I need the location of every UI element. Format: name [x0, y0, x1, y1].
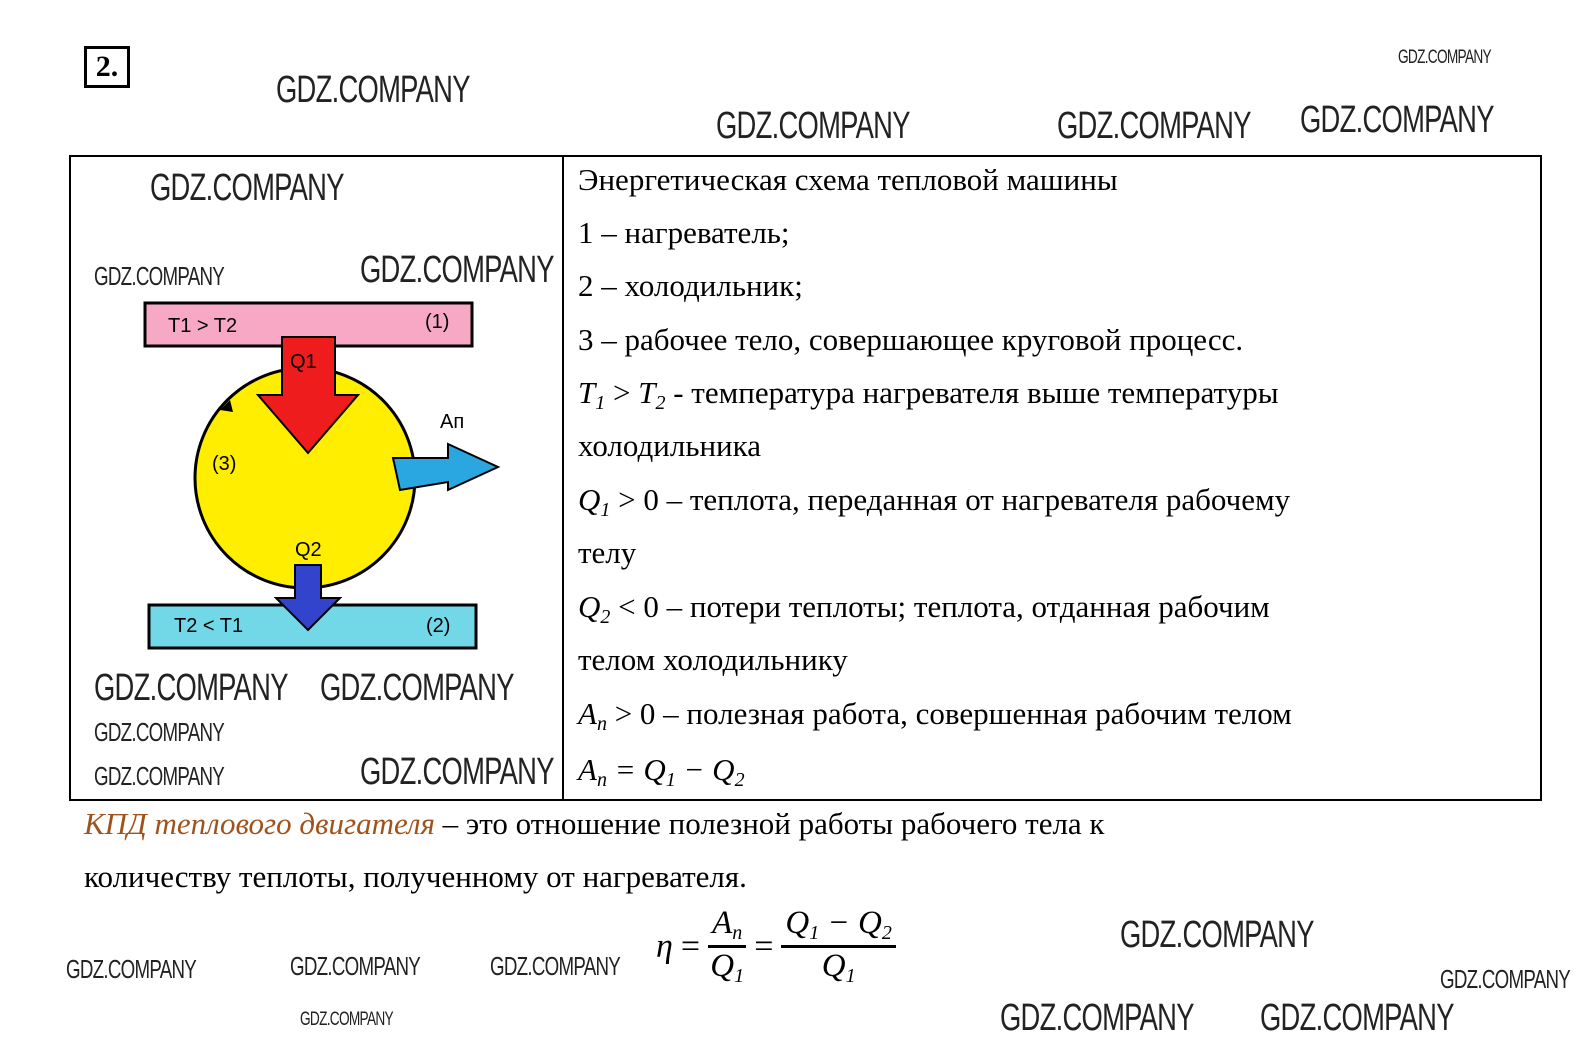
work-equation: Aп = Q1 − Q2: [578, 752, 745, 791]
q2-line: Q2 < 0 – потери теплоты; теплота, отданн…: [578, 589, 1270, 628]
watermark: GDZ.COMPANY: [320, 667, 514, 709]
work-line: Aп > 0 – полезная работа, совершенная ра…: [578, 696, 1292, 735]
watermark: GDZ.COMPANY: [1000, 997, 1194, 1039]
definition-line-1: КПД теплового двигателя – это отношение …: [84, 806, 1105, 841]
definition-line-2: количеству теплоты, полученному от нагре…: [84, 859, 747, 894]
watermark: GDZ.COMPANY: [360, 751, 554, 793]
heater-number: (1): [425, 311, 449, 333]
cooler-label: T2 < T1: [174, 615, 243, 637]
item-heater: 1 – нагреватель;: [578, 215, 790, 250]
watermark: GDZ.COMPANY: [290, 951, 421, 981]
watermark: GDZ.COMPANY: [150, 167, 344, 209]
cycle-arrow-icon: [220, 400, 233, 412]
q1-line: Q1 > 0 – теплота, переданная от нагреват…: [578, 482, 1291, 521]
watermark: GDZ.COMPANY: [1120, 914, 1314, 956]
scheme-table: [69, 155, 1542, 801]
watermark: GDZ.COMPANY: [1300, 99, 1494, 141]
watermark: GDZ.COMPANY: [360, 249, 554, 291]
body-number: (3): [212, 453, 236, 475]
work-arrow-icon: [391, 442, 501, 492]
watermark: GDZ.COMPANY: [94, 761, 225, 791]
watermark: GDZ.COMPANY: [94, 717, 225, 747]
watermark: GDZ.COMPANY: [1260, 997, 1454, 1039]
watermark: GDZ.COMPANY: [94, 261, 225, 291]
temperature-line: T1 > T2 - температура нагревателя выше т…: [578, 375, 1279, 414]
watermark: GDZ.COMPANY: [94, 667, 288, 709]
watermark: GDZ.COMPANY: [1440, 964, 1571, 994]
heater-label: T1 > T2: [168, 315, 237, 337]
watermark: GDZ.COMPANY: [1398, 47, 1492, 68]
task-number: 2.: [84, 46, 130, 88]
q2-line-2: телом холодильнику: [578, 642, 848, 677]
item-cooler: 2 – холодильник;: [578, 268, 803, 303]
watermark: GDZ.COMPANY: [716, 105, 910, 147]
temperature-line-2: холодильника: [578, 428, 761, 463]
q2-label: Q2: [295, 539, 322, 561]
heat-engine-diagram: T1 > T2 (1) T2 < T1 (2) (3) Q1 Q2 Aп: [143, 301, 501, 650]
q1-line-2: телу: [578, 535, 637, 570]
item-body: 3 – рабочее тело, совершающее круговой п…: [578, 322, 1244, 357]
q1-label: Q1: [290, 351, 317, 373]
work-label: Aп: [440, 411, 464, 433]
watermark: GDZ.COMPANY: [276, 69, 470, 111]
q1-arrow-icon: [255, 336, 361, 455]
table-divider: [562, 155, 564, 801]
scheme-title: Энергетическая схема тепловой машины: [578, 162, 1118, 197]
cooler-number: (2): [426, 615, 450, 637]
q2-arrow-icon: [273, 564, 343, 632]
watermark: GDZ.COMPANY: [300, 1009, 394, 1030]
watermark: GDZ.COMPANY: [66, 954, 197, 984]
watermark: GDZ.COMPANY: [1057, 105, 1251, 147]
watermark: GDZ.COMPANY: [490, 951, 621, 981]
